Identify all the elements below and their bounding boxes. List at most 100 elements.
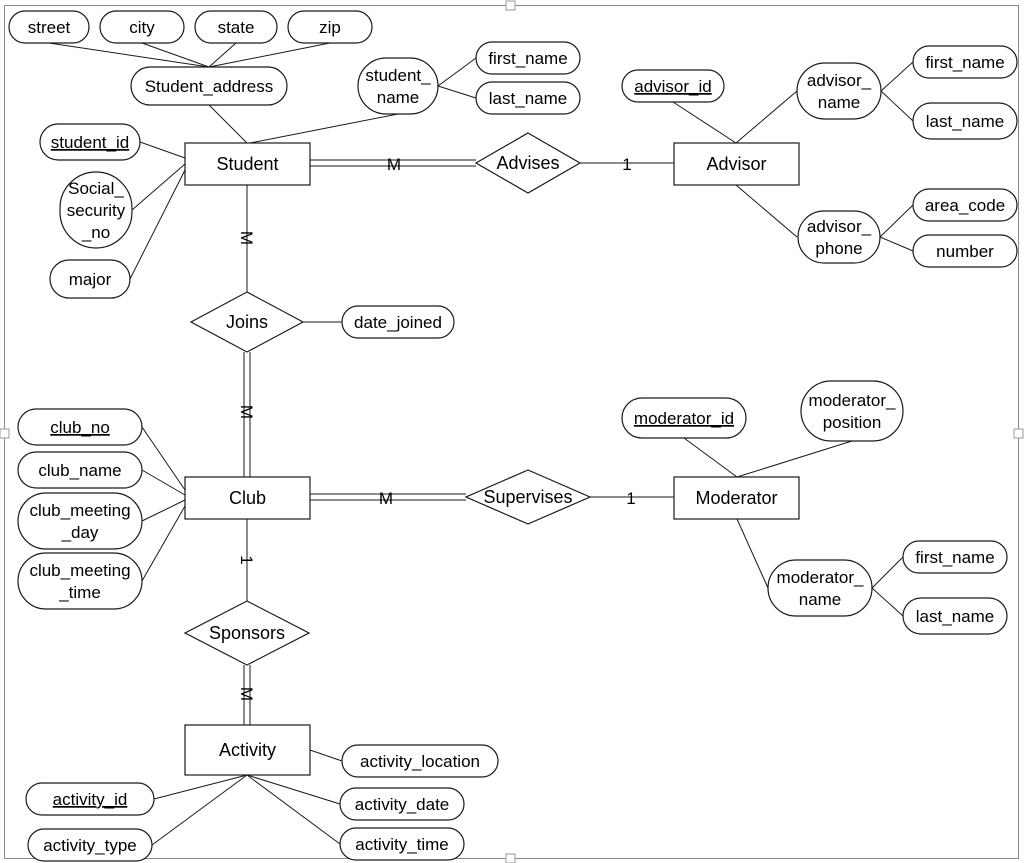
connector-line bbox=[151, 774, 248, 846]
connector-line bbox=[141, 499, 186, 522]
attribute-label-date-joined: date_joined bbox=[354, 313, 442, 332]
attribute-label-advisor-last-name: last_name bbox=[926, 112, 1004, 131]
entity-label-club: Club bbox=[229, 488, 266, 508]
attribute-label-club-meeting-day: _day bbox=[61, 523, 99, 542]
connector-line bbox=[736, 440, 853, 478]
attribute-major[interactable] bbox=[49, 259, 131, 299]
relationship-sponsors[interactable] bbox=[183, 600, 311, 666]
attribute-label-student-first-name: first_name bbox=[488, 49, 567, 68]
attribute-club-name[interactable] bbox=[17, 451, 143, 489]
attribute-student-first-name[interactable] bbox=[475, 41, 581, 75]
attribute-label-club-meeting-time: _time bbox=[58, 583, 101, 602]
connector-line bbox=[129, 169, 186, 280]
attribute-moderator-last-name[interactable] bbox=[902, 597, 1008, 635]
attribute-activity-date[interactable] bbox=[339, 787, 465, 821]
entity-label-moderator: Moderator bbox=[695, 488, 777, 508]
relationship-advises[interactable] bbox=[474, 132, 582, 194]
attribute-advisor-last-name[interactable] bbox=[912, 102, 1018, 140]
attribute-student-last-name[interactable] bbox=[475, 81, 581, 115]
attribute-student-id[interactable] bbox=[39, 123, 141, 161]
cardinality-club-sponsors: 1 bbox=[237, 555, 256, 564]
attribute-state[interactable] bbox=[194, 10, 278, 44]
entity-student[interactable] bbox=[184, 142, 311, 186]
connector-line bbox=[246, 774, 341, 805]
attribute-activity-id[interactable] bbox=[25, 782, 155, 816]
connector-line bbox=[131, 163, 186, 211]
attribute-moderator-first-name[interactable] bbox=[902, 540, 1008, 574]
resize-handle-bottom[interactable] bbox=[505, 853, 516, 863]
attribute-label-advisor-id: advisor_id bbox=[634, 77, 712, 96]
attribute-label-student-name: student_ bbox=[365, 66, 431, 85]
attribute-label-advisor-phone: advisor_ bbox=[807, 217, 872, 236]
connector-line bbox=[736, 518, 769, 589]
attribute-number[interactable] bbox=[912, 234, 1018, 268]
attribute-label-student-address: Student_address bbox=[145, 77, 274, 96]
attribute-date-joined[interactable] bbox=[341, 305, 455, 339]
attribute-advisor-id[interactable] bbox=[621, 69, 725, 103]
entity-advisor[interactable] bbox=[673, 142, 800, 186]
attribute-label-moderator-name: name bbox=[799, 590, 842, 609]
attribute-label-social-security-no: Social_ bbox=[68, 179, 124, 198]
connector-line bbox=[871, 556, 904, 589]
attribute-activity-location[interactable] bbox=[341, 744, 499, 778]
connector-line bbox=[153, 774, 248, 800]
cardinality-advises-advisor: 1 bbox=[622, 155, 631, 174]
relationship-joins[interactable] bbox=[189, 291, 305, 353]
relationship-label-joins: Joins bbox=[226, 312, 268, 332]
resize-handle-right[interactable] bbox=[1013, 428, 1024, 439]
attribute-label-activity-date: activity_date bbox=[355, 795, 450, 814]
connector-line bbox=[880, 61, 914, 92]
resize-handle-top[interactable] bbox=[505, 0, 516, 11]
attribute-area-code[interactable] bbox=[912, 188, 1018, 222]
attribute-club-no[interactable] bbox=[17, 408, 143, 446]
entity-moderator[interactable] bbox=[673, 476, 800, 520]
attribute-zip[interactable] bbox=[287, 10, 373, 44]
attribute-social-security-no[interactable] bbox=[59, 171, 133, 249]
connector-line bbox=[683, 437, 738, 478]
attribute-label-number: number bbox=[936, 242, 994, 261]
entity-label-student: Student bbox=[216, 154, 278, 174]
attribute-label-city: city bbox=[129, 18, 155, 37]
connector-line bbox=[879, 236, 914, 252]
attribute-moderator-id[interactable] bbox=[621, 397, 747, 439]
attribute-label-area-code: area_code bbox=[925, 196, 1005, 215]
attribute-label-major: major bbox=[69, 270, 112, 289]
attribute-street[interactable] bbox=[8, 10, 90, 44]
relationship-supervises[interactable] bbox=[464, 469, 592, 525]
attribute-label-advisor-phone: phone bbox=[815, 239, 862, 258]
attribute-activity-time[interactable] bbox=[339, 827, 465, 861]
attribute-label-club-name: club_name bbox=[38, 461, 121, 480]
attribute-label-activity-location: activity_location bbox=[360, 752, 480, 771]
attribute-label-student-id: student_id bbox=[51, 133, 129, 152]
entity-label-advisor: Advisor bbox=[706, 154, 766, 174]
attribute-city[interactable] bbox=[99, 10, 185, 44]
attribute-moderator-name[interactable] bbox=[767, 559, 873, 617]
cardinality-student-advises: M bbox=[387, 155, 401, 174]
entity-activity[interactable] bbox=[184, 724, 311, 776]
attribute-label-activity-type: activity_type bbox=[43, 836, 137, 855]
relationship-label-supervises: Supervises bbox=[483, 487, 572, 507]
attribute-advisor-phone[interactable] bbox=[797, 210, 881, 264]
cardinality-club-supervises: M bbox=[379, 489, 393, 508]
resize-handle-left[interactable] bbox=[0, 428, 10, 439]
attribute-label-club-no: club_no bbox=[50, 418, 110, 437]
attribute-label-moderator-position: moderator_ bbox=[809, 391, 896, 410]
attribute-label-activity-time: activity_time bbox=[355, 835, 449, 854]
attribute-student-name[interactable] bbox=[357, 57, 439, 115]
attribute-label-street: street bbox=[28, 18, 71, 37]
attribute-club-meeting-time[interactable] bbox=[17, 552, 143, 610]
attribute-moderator-position[interactable] bbox=[800, 380, 904, 442]
connector-line bbox=[249, 113, 399, 144]
entity-club[interactable] bbox=[184, 476, 311, 520]
connector-line bbox=[437, 57, 477, 87]
connector-line bbox=[208, 42, 331, 68]
attribute-advisor-first-name[interactable] bbox=[912, 45, 1018, 79]
attribute-club-meeting-day[interactable] bbox=[17, 492, 143, 550]
attribute-activity-type[interactable] bbox=[27, 828, 153, 862]
connector-line bbox=[208, 104, 248, 144]
attribute-student-address[interactable] bbox=[130, 66, 288, 106]
attribute-label-zip: zip bbox=[319, 18, 341, 37]
attribute-advisor-name[interactable] bbox=[796, 62, 882, 120]
